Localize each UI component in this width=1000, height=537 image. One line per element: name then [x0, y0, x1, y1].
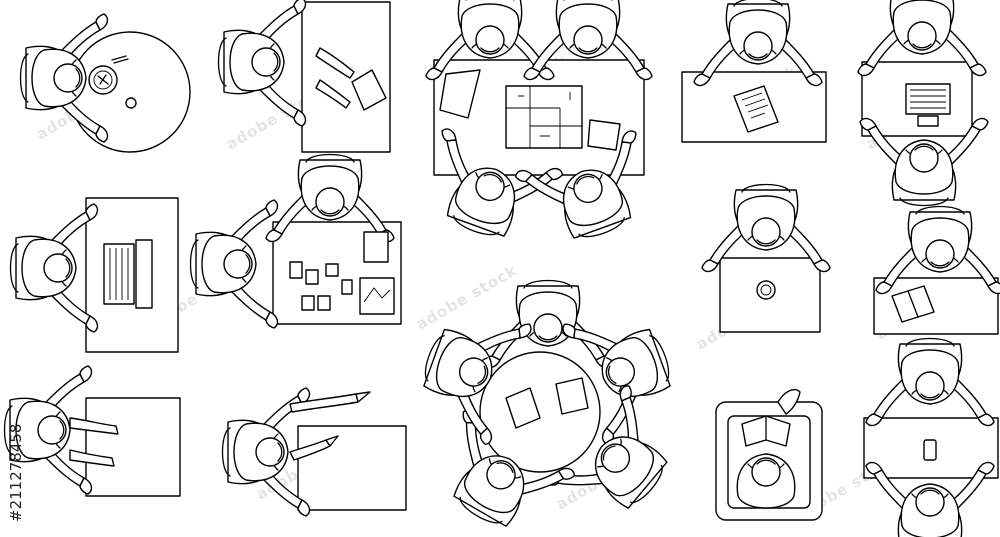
scene-five-people-round-table-meeting — [407, 281, 693, 537]
scene-two-people-laptop-desk — [858, 0, 988, 205]
scene-person-pointing-presenting — [223, 388, 407, 516]
hand-icon — [69, 417, 119, 467]
scene-person-round-table-eating — [20, 14, 191, 153]
hand-pointer-icon — [289, 391, 371, 461]
table — [873, 277, 999, 335]
smartphone-icon — [923, 439, 937, 461]
stock-id-label: #211278458 — [7, 424, 25, 522]
desk — [85, 397, 181, 497]
paper-sheet-icon — [505, 387, 541, 429]
document-icon — [733, 85, 779, 133]
laptop-icon — [103, 239, 153, 309]
scene-person-reading-document — [681, 0, 827, 143]
card-icon — [289, 231, 395, 315]
round-table — [69, 31, 191, 153]
coffee-cup-icon — [756, 280, 776, 300]
notebook-icon — [891, 285, 935, 323]
laptop-icon — [905, 83, 951, 127]
scene-person-drinking-coffee — [702, 185, 830, 333]
book-icon — [741, 415, 791, 447]
scene-person-desk-handing-paper — [219, 0, 391, 153]
blueprint-icon — [505, 85, 583, 149]
cup-icon — [125, 97, 137, 109]
scene-two-people-phone-desk — [863, 339, 999, 537]
watermark-text: adobe stock — [413, 261, 520, 333]
scene-person-writing-notebook — [873, 207, 1000, 335]
dinner-plate-icon — [88, 65, 118, 95]
desk — [301, 1, 391, 153]
table — [297, 425, 407, 511]
stock-id-text: #211278458 — [7, 424, 25, 522]
scene-person-armchair-reading-book — [715, 388, 823, 521]
scene-two-people-sorting-cards — [191, 155, 402, 329]
round-table — [479, 351, 601, 473]
scene-person-gesturing-at-desk — [4, 366, 181, 497]
scene-four-people-blueprint-table — [414, 0, 665, 255]
scene-person-laptop-typing — [10, 197, 179, 353]
paper-sheet-icon — [351, 69, 387, 111]
